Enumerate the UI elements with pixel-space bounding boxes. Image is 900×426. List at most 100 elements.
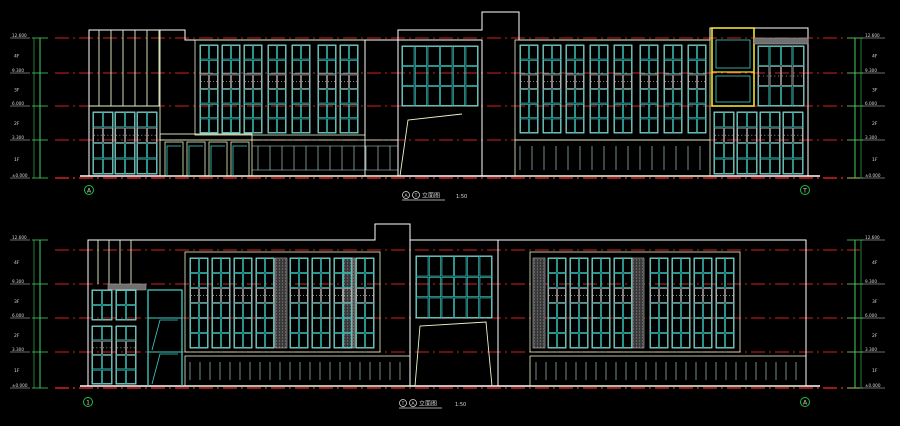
floor-tag: 2F [14,121,20,127]
glass-pane [714,158,724,174]
glass-pane [623,59,632,75]
spandrel-hatch [126,340,136,355]
window-column [199,44,219,134]
spandrel-hatch [543,74,552,89]
hatch-dot [344,325,345,327]
stone-panel [631,257,645,349]
glass-pane [697,118,706,133]
hatch-dot [583,295,584,296]
floor-tag: 3F [14,299,20,305]
hatch-dot [543,304,544,306]
hatch-dot [537,292,538,294]
glass-pane [681,303,690,318]
roof-silhouette [88,11,809,176]
hatch-dot [350,298,351,300]
spandrel-hatch [265,288,274,303]
glass-pane [356,273,365,288]
hatch-dot [279,286,280,288]
spandrel-hatch [557,288,566,303]
glass-pane [623,258,632,273]
spandrel-hatch [199,288,208,303]
glass-pane [334,303,343,318]
glass-pane [672,318,681,333]
hatch-dot [540,319,541,321]
hatch-dot [285,322,286,324]
hatch-dot [285,325,286,327]
hatch-dot [347,81,348,83]
hatch-dot [350,304,351,306]
hatch-dot [761,134,762,136]
hatch-dot [540,325,541,327]
glass-pane [126,305,136,320]
hatch-dot [537,310,538,312]
glass-pane [221,318,230,333]
hatch-dot [353,331,354,333]
hatch-dot [537,340,538,342]
hatch-dot [537,265,538,267]
level-value: 9.300 [865,68,877,73]
glass-pane [116,355,126,370]
hatch-dot [689,81,690,83]
window-column [401,45,479,107]
spandrel-hatch [147,127,157,143]
stair-glass [715,39,751,69]
hatch-dot [639,343,640,345]
hatch-dot [534,331,535,333]
window-column [613,44,633,134]
hatch-dot [534,283,535,285]
hatch-dot [748,134,749,136]
glass-pane [349,89,358,104]
glass-pane [659,258,668,273]
hatch-dot [543,322,544,324]
glass-pane [747,112,757,128]
hatch-dot [642,304,643,306]
hatch-dot [285,262,286,264]
window-column [333,257,353,349]
hatch-dot [325,295,326,296]
hatch-dot [537,277,538,279]
hatch-dot [276,283,277,285]
glass-pane [548,318,557,333]
glass-pane [614,103,623,119]
title-label: 立面图 [419,400,437,408]
window-frame [613,257,633,349]
hatch-dot [633,292,634,294]
stone-panel-frame [631,257,645,349]
hatch-dot [350,280,351,282]
hatch-dot [260,81,261,83]
hatch-dot [642,307,643,309]
glass-pane [758,46,770,66]
window-frame [333,257,353,349]
glass-pane [590,103,599,119]
glass-pane [664,118,673,133]
hatch-dot [247,295,248,296]
glass-pane [102,290,112,305]
glass-pane [557,318,566,333]
hatch-dot [656,81,657,83]
window-column [671,257,691,349]
spandrel-hatch [312,288,321,303]
window-column [589,44,609,134]
hatch-dot [599,295,600,296]
hatch-dot [636,262,637,264]
hatch-dot [191,295,192,296]
hatch-dot [276,307,277,309]
hatch-dot [281,81,282,83]
hatch-dot [122,134,124,136]
hatch-dot [279,346,280,348]
spandrel-hatch [659,288,668,303]
hatch-dot [276,331,277,333]
hatch-dot [297,295,298,296]
glass-pane [253,59,262,75]
glass-pane [256,303,265,318]
window-frame [199,44,219,134]
hatch-dot [636,304,637,306]
hatch-dot [639,319,640,321]
hatch-dot [344,319,345,321]
glass-pane [792,86,804,106]
spandrel-hatch [277,74,286,89]
hatch-dot [621,81,622,83]
hatch-dot [279,334,280,336]
hatch-dot [636,337,637,339]
glass-pane [126,326,136,341]
